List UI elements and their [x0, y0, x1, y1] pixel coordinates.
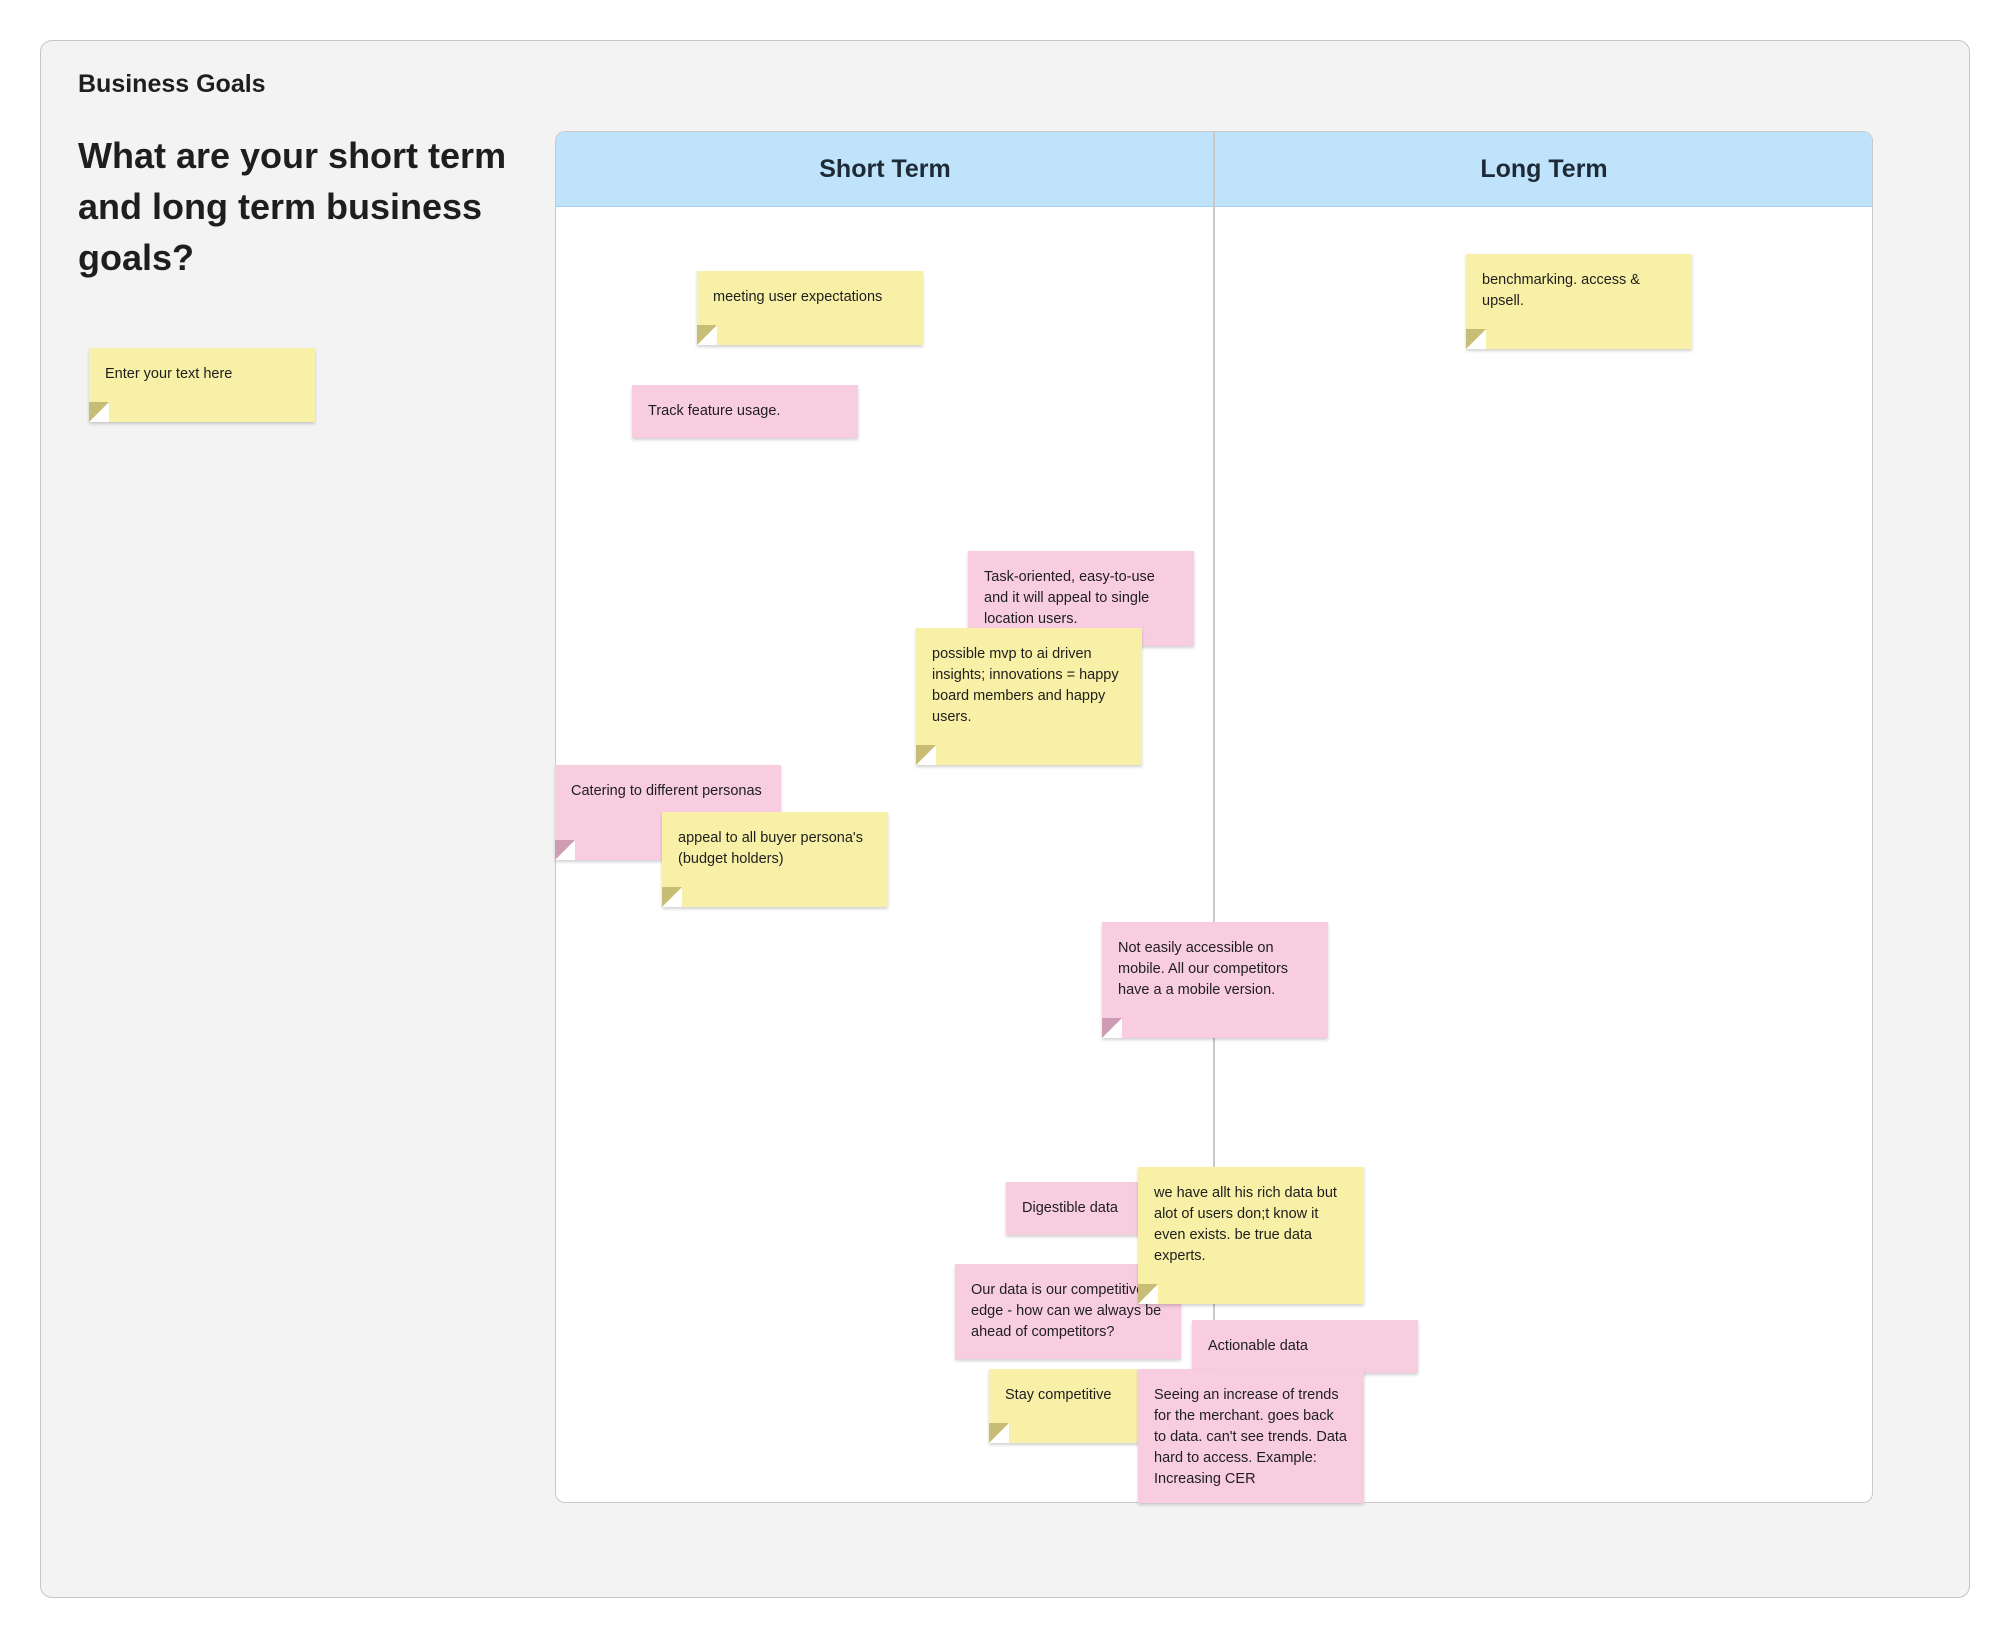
sticky-note-text: appeal to all buyer persona's (budget ho…	[678, 830, 863, 867]
sticky-note-text: Catering to different personas	[571, 783, 762, 799]
sticky-note-text: benchmarking. access & upsell.	[1482, 272, 1640, 309]
frame-title: Business Goals	[78, 70, 266, 98]
sticky-note-text: Task-oriented, easy-to-use and it will a…	[984, 569, 1155, 627]
sticky-note-mobile-access[interactable]: Not easily accessible on mobile. All our…	[1102, 922, 1328, 1038]
sticky-note-text: we have allt his rich data but alot of u…	[1154, 1185, 1337, 1264]
question-heading: What are your short term and long term b…	[78, 135, 507, 278]
sticky-note-text: meeting user expectations	[713, 289, 883, 305]
sticky-note-actionable-data[interactable]: Actionable data	[1192, 1320, 1418, 1373]
sticky-note-text: Enter your text here	[105, 366, 233, 382]
sticky-note-benchmarking[interactable]: benchmarking. access & upsell.	[1466, 254, 1692, 349]
sticky-note-track-feature-usage[interactable]: Track feature usage.	[632, 385, 858, 438]
sticky-note-text: Our data is our competitive edge - how c…	[971, 1282, 1162, 1340]
sticky-note-meeting-user-expectations[interactable]: meeting user expectations	[697, 271, 923, 345]
sticky-note-text: possible mvp to ai driven insights; inno…	[932, 646, 1119, 725]
column-header-long-term: Long Term	[1214, 132, 1872, 207]
sticky-note-text: Actionable data	[1208, 1338, 1308, 1354]
column-header-short-term: Short Term	[556, 132, 1214, 207]
sticky-note-text: Not easily accessible on mobile. All our…	[1118, 940, 1289, 998]
sticky-note-rich-data[interactable]: we have allt his rich data but alot of u…	[1138, 1167, 1364, 1304]
sticky-note-text: Track feature usage.	[648, 403, 781, 419]
column-divider	[1213, 132, 1215, 1502]
sticky-note-possible-mvp[interactable]: possible mvp to ai driven insights; inno…	[916, 628, 1142, 765]
sticky-note-text: Digestible data	[1022, 1200, 1118, 1216]
sticky-note-template[interactable]: Enter your text here	[89, 348, 315, 422]
sticky-note-text: Seeing an increase of trends for the mer…	[1154, 1387, 1347, 1487]
sticky-note-text: Stay competitive	[1005, 1387, 1112, 1403]
sticky-note-trends[interactable]: Seeing an increase of trends for the mer…	[1138, 1369, 1364, 1503]
sticky-note-appeal-buyer-personas[interactable]: appeal to all buyer persona's (budget ho…	[662, 812, 888, 907]
